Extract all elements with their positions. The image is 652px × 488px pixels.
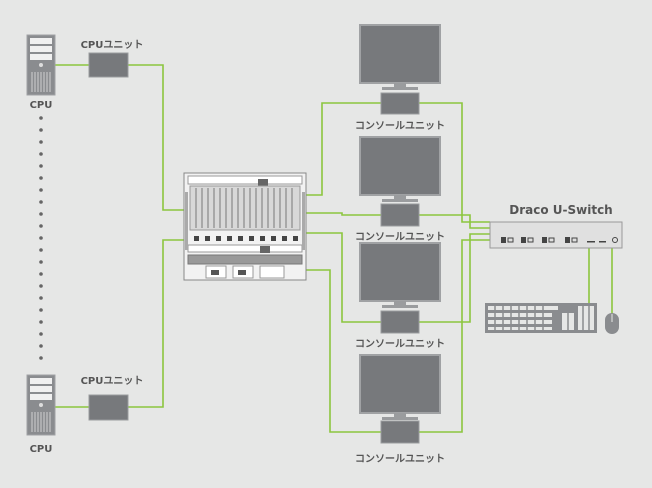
cpu-unit-label: CPUユニット: [81, 375, 144, 387]
cpu-unit-label: CPUユニット: [81, 39, 144, 51]
monitor-4: [359, 354, 441, 421]
switch-title: Draco U-Switch: [509, 203, 612, 217]
cpu-label: CPU: [30, 444, 53, 455]
cpu-unit-2: [88, 394, 129, 421]
cpu-tower-1: [26, 34, 56, 96]
console-unit-label: コンソールユニット: [355, 338, 445, 350]
console-unit-label: コンソールユニット: [355, 453, 445, 465]
monitor-3: [359, 242, 441, 309]
console-unit-1: [380, 92, 420, 115]
keyboard-icon: [485, 303, 597, 333]
cpu-label: CPU: [30, 100, 53, 111]
console-unit-3: [380, 310, 420, 334]
kvm-rack-chassis: [183, 172, 307, 281]
console-unit-4: [380, 420, 420, 444]
cpu-tower-2: [26, 374, 56, 436]
connection-wires: [55, 64, 613, 433]
monitor-1: [359, 24, 441, 91]
cpu-unit-1: [88, 52, 129, 78]
monitor-2: [359, 136, 441, 203]
console-unit-label: コンソールユニット: [355, 120, 445, 132]
draco-u-switch: [489, 221, 623, 249]
mouse-icon: [605, 313, 619, 334]
console-unit-label: コンソールユニット: [355, 231, 445, 243]
console-unit-2: [380, 203, 420, 227]
ellipsis-dots: [39, 116, 43, 360]
